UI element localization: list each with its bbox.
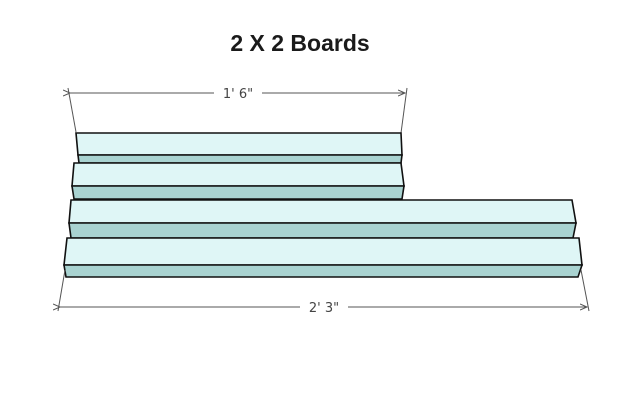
- board-face-side: [68, 222, 577, 239]
- board-face-side: [77, 154, 403, 164]
- extension-line-left: [57, 269, 66, 312]
- board-long-1: [68, 199, 577, 239]
- board-face-top: [75, 132, 403, 156]
- board-face-top: [63, 237, 583, 266]
- dimension-label-short: 1' 6": [223, 87, 253, 102]
- board-short-1: [75, 132, 403, 164]
- dimension-long: 2' 3": [57, 269, 590, 316]
- extension-line-right: [400, 87, 408, 134]
- board-face-side: [71, 185, 405, 200]
- dimension-label-long: 2' 3": [309, 301, 339, 316]
- board-face-top: [68, 199, 577, 224]
- board-face-top: [71, 162, 405, 187]
- board-short-2: [71, 162, 405, 200]
- extension-line-left: [67, 87, 77, 133]
- extension-line-right: [580, 269, 590, 312]
- dimension-short: 1' 6": [67, 87, 408, 134]
- diagram-title: 2 X 2 Boards: [230, 30, 370, 56]
- board-face-side: [63, 264, 584, 278]
- board-long-2: [63, 237, 584, 278]
